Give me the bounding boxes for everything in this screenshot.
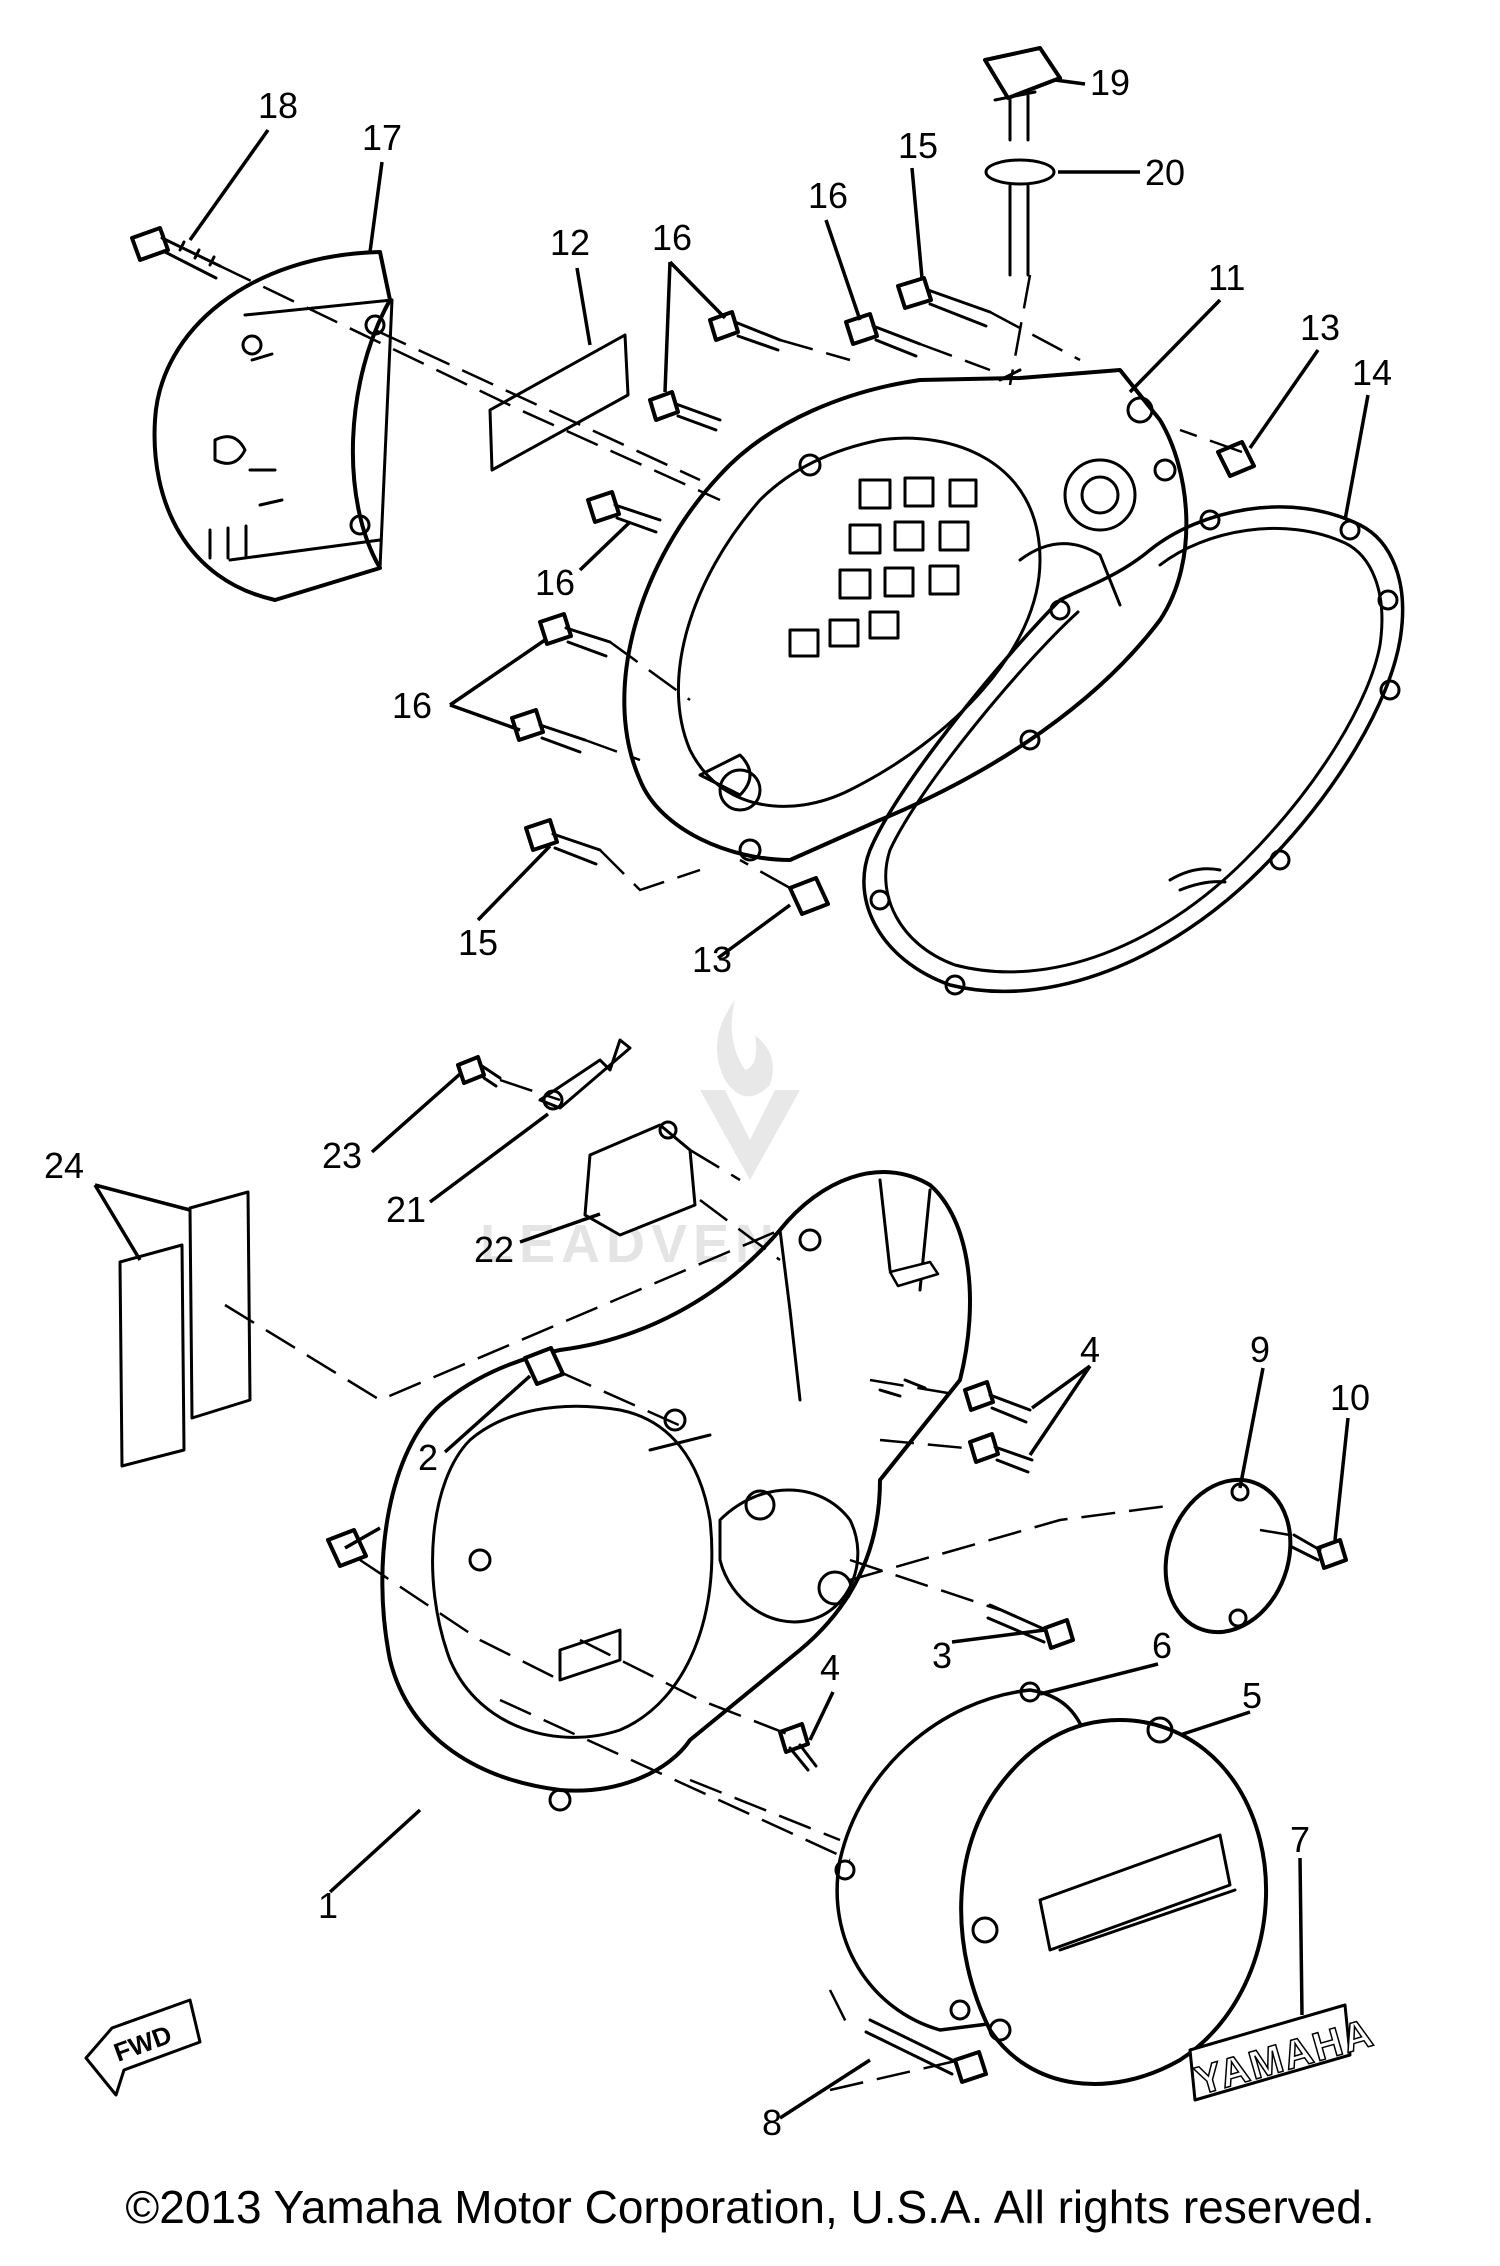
bolt-part-4: [968, 1432, 1034, 1474]
callout-20: 20: [1145, 152, 1185, 193]
callout-8: 8: [762, 2102, 782, 2143]
callout-23: 23: [322, 1135, 362, 1176]
callout-13: 13: [692, 939, 732, 980]
dowel-part-13: [788, 876, 830, 916]
bolt-part-4: [963, 1380, 1032, 1424]
bolt-part-16: [648, 390, 722, 432]
dowel-part-13: [1216, 440, 1256, 478]
callout-5: 5: [1242, 1675, 1262, 1716]
clamp-part-21: [538, 1038, 632, 1111]
callout-22: 22: [474, 1229, 514, 1270]
side-cover-part-5: [959, 1716, 1268, 2086]
callout-12: 12: [550, 222, 590, 263]
bolt-part-16: [586, 490, 662, 534]
bolt-part-16: [708, 310, 782, 352]
callout-16: 16: [652, 217, 692, 258]
bolt-part-16: [510, 708, 587, 754]
callout-4: 4: [1080, 1329, 1100, 1370]
callout-16: 16: [392, 685, 432, 726]
leader-lines: [93, 78, 1370, 2120]
inspection-cover-part-9: [1163, 1477, 1293, 1635]
bolt-part-4: [778, 1722, 818, 1772]
callout-19: 19: [1090, 62, 1130, 103]
callout-15: 15: [898, 125, 938, 166]
callouts: 18 17 12 16 16 15 19 20 11 13 14 16 16 1…: [44, 62, 1392, 2143]
callout-2: 2: [418, 1437, 438, 1478]
callout-18: 18: [258, 85, 298, 126]
callout-14: 14: [1352, 352, 1392, 393]
callout-13: 13: [1300, 307, 1340, 348]
callout-11: 11: [1208, 257, 1245, 298]
bolt-part-15: [896, 276, 992, 328]
callout-16: 16: [808, 175, 848, 216]
callout-4: 4: [820, 1647, 840, 1688]
decal-part-24: [118, 1190, 252, 1468]
bolt-part-15: [524, 818, 602, 866]
fwd-marker: FWD: [84, 1998, 202, 2097]
screw-part-10: [1290, 1533, 1348, 1570]
callout-24: 24: [44, 1145, 84, 1186]
bolt-part-3: [986, 1603, 1075, 1650]
alignment-lines-lower: [224, 1078, 1291, 2092]
label-plate-part-12: [488, 333, 630, 472]
callout-15: 15: [458, 922, 498, 963]
callout-21: 21: [386, 1189, 426, 1230]
alignment-lines-upper: [219, 264, 1243, 892]
callout-10: 10: [1330, 1377, 1370, 1418]
callout-16: 16: [535, 562, 575, 603]
oil-cap-part-19: [983, 46, 1062, 142]
cover-shell-part-17: [152, 250, 394, 602]
callout-1: 1: [318, 1885, 338, 1926]
o-ring-part-20: [984, 158, 1056, 277]
copyright-notice: ©2013 Yamaha Motor Corporation, U.S.A. A…: [125, 2181, 1375, 2233]
callout-3: 3: [932, 1635, 952, 1676]
cover-plate-part-22: [583, 1120, 697, 1237]
callout-7: 7: [1290, 1819, 1310, 1860]
crankcase-cover-part-11: [622, 368, 1189, 862]
gasket-part-14: [862, 505, 1405, 996]
callout-6: 6: [1152, 1625, 1172, 1666]
callout-17: 17: [362, 117, 402, 158]
bolt-part-8: [864, 2018, 988, 2084]
crankcase-cover-part-1: [380, 1170, 972, 1812]
bolt-part-16: [844, 312, 922, 358]
bolt-part-16: [538, 612, 612, 658]
bolt-part-18: [130, 226, 222, 280]
screw-part-23: [456, 1055, 502, 1088]
callout-9: 9: [1250, 1329, 1270, 1370]
